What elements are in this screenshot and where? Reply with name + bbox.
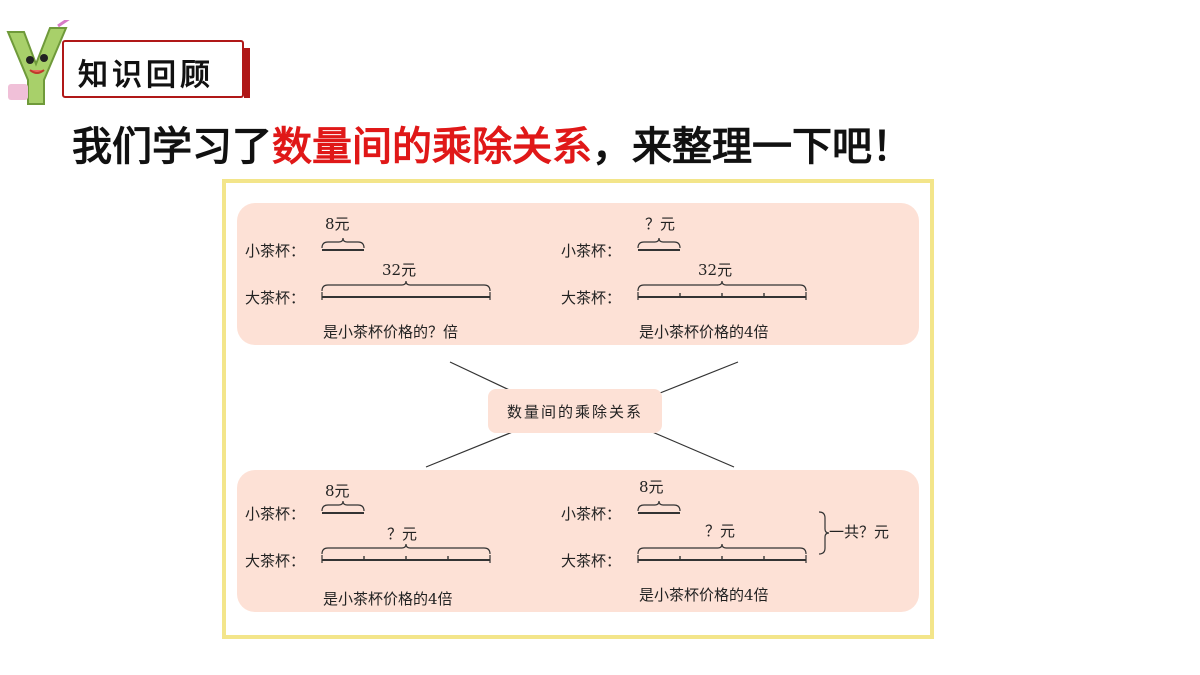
caption: 是小茶杯价格的4倍 [323,590,453,608]
small-value: 8元 [639,478,664,496]
small-value: ？元 [645,215,676,233]
total-brace [818,511,830,555]
badge-frame: 知识回顾 [62,40,250,98]
title-suffix: ，来整理一下吧！ [592,124,912,170]
bar-diagram [637,237,807,300]
caption: 是小茶杯价格的？倍 [323,323,459,341]
large-value: ？元 [705,522,736,540]
small-brace [321,237,365,249]
caption: 是小茶杯价格的4倍 [639,323,769,341]
panel-top-right: ？元 小茶杯： 32元 大茶杯： 是小茶杯价格的4倍 [553,203,919,345]
connector-bottom-right [649,430,735,468]
small-label: 小茶杯： [245,242,306,260]
large-brace [637,280,807,292]
large-brace [321,543,491,555]
large-label: 大茶杯： [561,552,622,570]
panel-top-left: 8元 小茶杯： 32元 大茶杯： 是小茶杯价格的？倍 [237,203,603,345]
small-label: 小茶杯： [245,505,306,523]
small-label: 小茶杯： [561,242,622,260]
center-node: 数量间的乘除关系 [488,389,662,433]
small-brace [321,500,365,512]
connector-top-right [654,361,739,396]
small-brace [637,237,681,249]
bar-diagram [637,500,830,563]
badge-label: 知识回顾 [78,58,214,93]
large-brace [637,543,807,555]
bar-diagram [321,500,491,563]
title-prefix: 我们学习了 [72,124,272,170]
section-badge: 知识回顾 [0,8,250,105]
small-label: 小茶杯： [561,505,622,523]
large-brace [321,280,491,292]
small-value: 8元 [325,482,350,500]
title-highlight: 数量间的乘除关系 [272,124,592,170]
large-label: 大茶杯： [245,289,306,307]
total-value: 一共？元 [829,523,890,541]
large-value: 32元 [698,261,733,279]
connector-bottom-left [425,430,516,468]
large-label: 大茶杯： [245,552,306,570]
large-value: 32元 [382,261,417,279]
panel-bottom-right: 8元 小茶杯： ？元 大茶杯： 是小茶杯价格的4倍 一共？元 [553,470,919,612]
large-value: ？元 [387,525,418,543]
bar-diagram [321,237,491,300]
page-title: 我们学习了数量间的乘除关系，来整理一下吧！ [72,114,912,172]
small-value: 8元 [325,215,350,233]
small-brace [637,500,681,512]
large-label: 大茶杯： [561,289,622,307]
panel-bottom-left: 8元 小茶杯： ？元 大茶杯： 是小茶杯价格的4倍 [237,470,603,612]
caption: 是小茶杯价格的4倍 [639,586,769,604]
mascot-icon [6,20,70,105]
